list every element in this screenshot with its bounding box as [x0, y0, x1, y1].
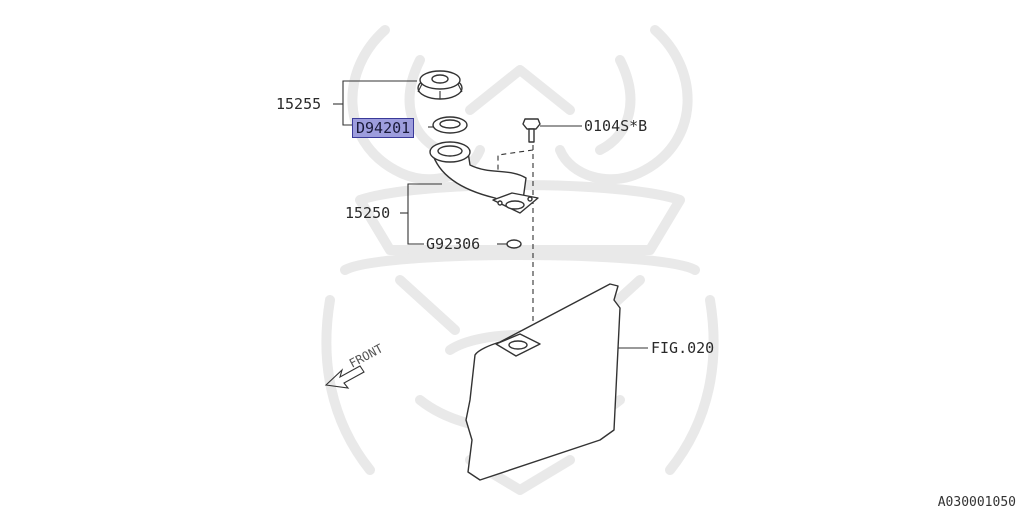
cap-gasket[interactable] — [432, 116, 468, 134]
callout-0104S-B[interactable]: 0104S*B — [584, 117, 648, 135]
callout-D94201[interactable]: D94201 — [352, 118, 415, 138]
front-label: FRONT — [347, 341, 385, 370]
callout-15255[interactable]: 15255 — [276, 95, 322, 113]
flange-bolt[interactable] — [522, 118, 541, 143]
engine-block-outline[interactable] — [465, 283, 621, 481]
reference-code: A030001050 — [937, 495, 1016, 510]
o-ring[interactable] — [506, 239, 522, 249]
callout-G92306[interactable]: G92306 — [426, 235, 481, 253]
oil-filler-cap[interactable] — [417, 70, 463, 100]
callout-15250[interactable]: 15250 — [345, 204, 391, 222]
oil-filler-pipe[interactable] — [429, 141, 539, 214]
front-direction-arrow: FRONT — [324, 341, 385, 389]
callout-FIG020[interactable]: FIG.020 — [651, 339, 715, 357]
